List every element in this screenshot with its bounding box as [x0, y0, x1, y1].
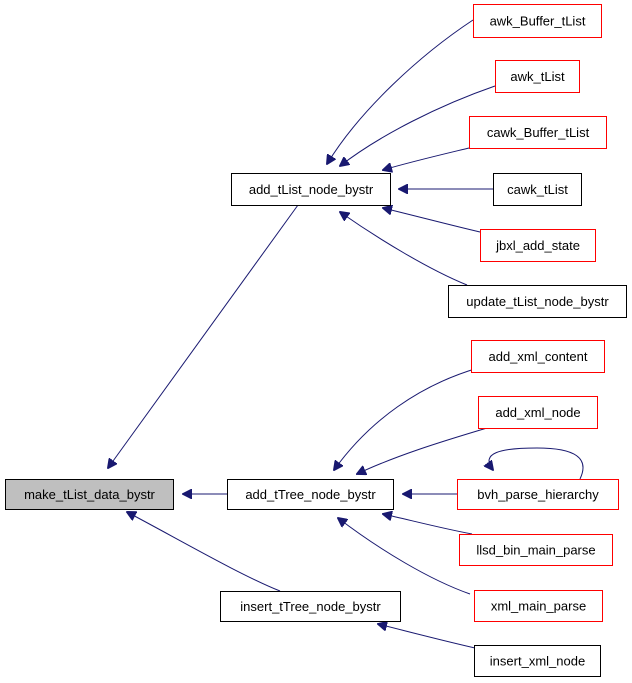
edge-add_xml_node-to-add_tTree_node_bystr — [357, 427, 488, 474]
edge-awk_Buffer_tList-to-add_tList_node_bystr — [327, 19, 474, 164]
node-bvh_parse_hierarchy[interactable]: bvh_parse_hierarchy — [457, 479, 619, 510]
node-label: insert_xml_node — [490, 654, 585, 669]
node-box — [469, 116, 607, 149]
edge-add_xml_content-to-add_tTree_node_bystr — [334, 367, 479, 470]
node-box — [459, 534, 613, 566]
node-awk_tList[interactable]: awk_tList — [495, 60, 580, 93]
edge-add_tList_node_bystr-to-make_tList_data_bystr — [108, 204, 299, 468]
node-label: jbxl_add_state — [495, 238, 580, 253]
edge-jbxl_add_state-to-add_tList_node_bystr — [383, 208, 481, 233]
edge-llsd_bin_main_parse-to-add_tTree_node_bystr — [383, 514, 473, 535]
edge-update_tList_node_bystr-to-add_tList_node_bystr — [340, 212, 468, 286]
edge-bvh_parse_hierarchy-to-bvh_parse_hierarchy — [489, 447, 584, 480]
node-box — [495, 60, 580, 93]
node-box — [480, 229, 596, 262]
node-update_tList_node_bystr[interactable]: update_tList_node_bystr — [448, 285, 627, 318]
node-box — [231, 173, 391, 206]
node-label: awk_tList — [510, 69, 565, 84]
node-xml_main_parse[interactable]: xml_main_parse — [474, 590, 603, 622]
node-box — [478, 396, 598, 429]
nodes-layer: make_tList_data_bystr add_tList_node_byst… — [5, 4, 627, 677]
node-add_tTree_node_bystr[interactable]: add_tTree_node_bystr — [227, 479, 394, 510]
node-cawk_tList[interactable]: cawk_tList — [493, 173, 582, 206]
node-add_tList_node_bystr[interactable]: add_tList_node_bystr — [231, 173, 391, 206]
node-label: cawk_Buffer_tList — [487, 125, 590, 140]
node-label: make_tList_data_bystr — [24, 487, 155, 502]
node-box — [227, 479, 394, 510]
node-awk_Buffer_tList[interactable]: awk_Buffer_tList — [473, 4, 602, 38]
node-label: add_tTree_node_bystr — [245, 487, 376, 502]
node-label: add_xml_node — [495, 405, 580, 420]
node-label: awk_Buffer_tList — [490, 14, 586, 29]
node-box — [220, 591, 401, 622]
node-jbxl_add_state[interactable]: jbxl_add_state — [480, 229, 596, 262]
edge-awk_tList-to-add_tList_node_bystr — [340, 85, 496, 166]
node-label: bvh_parse_hierarchy — [477, 487, 599, 502]
node-insert_tTree_node_bystr[interactable]: insert_tTree_node_bystr — [220, 591, 401, 622]
node-box — [457, 479, 619, 510]
node-label: add_xml_content — [488, 349, 587, 364]
node-label: cawk_tList — [507, 182, 568, 197]
node-box — [448, 285, 627, 318]
node-llsd_bin_main_parse[interactable]: llsd_bin_main_parse — [459, 534, 613, 566]
node-box — [493, 173, 582, 206]
edge-xml_main_parse-to-add_tTree_node_bystr — [338, 518, 471, 595]
node-add_xml_content[interactable]: add_xml_content — [471, 340, 605, 373]
node-label: xml_main_parse — [491, 599, 586, 614]
node-box — [5, 479, 174, 510]
node-box — [474, 645, 601, 677]
edge-insert_tTree_node_bystr-to-make_tList_data_bystr — [127, 512, 281, 592]
node-label: insert_tTree_node_bystr — [240, 599, 381, 614]
node-box — [474, 590, 603, 622]
node-box — [471, 340, 605, 373]
node-add_xml_node[interactable]: add_xml_node — [478, 396, 598, 429]
node-insert_xml_node[interactable]: insert_xml_node — [474, 645, 601, 677]
node-label: update_tList_node_bystr — [466, 294, 609, 309]
node-make_tList_data_bystr[interactable]: make_tList_data_bystr — [5, 479, 174, 510]
node-box — [473, 4, 602, 38]
edge-insert_xml_node-to-insert_tTree_node_bystr — [378, 624, 476, 649]
node-cawk_Buffer_tList[interactable]: cawk_Buffer_tList — [469, 116, 607, 149]
edge-cawk_Buffer_tList-to-add_tList_node_bystr — [383, 147, 470, 170]
node-label: add_tList_node_bystr — [249, 182, 374, 197]
edges-layer — [108, 19, 584, 649]
node-label: llsd_bin_main_parse — [476, 543, 595, 558]
